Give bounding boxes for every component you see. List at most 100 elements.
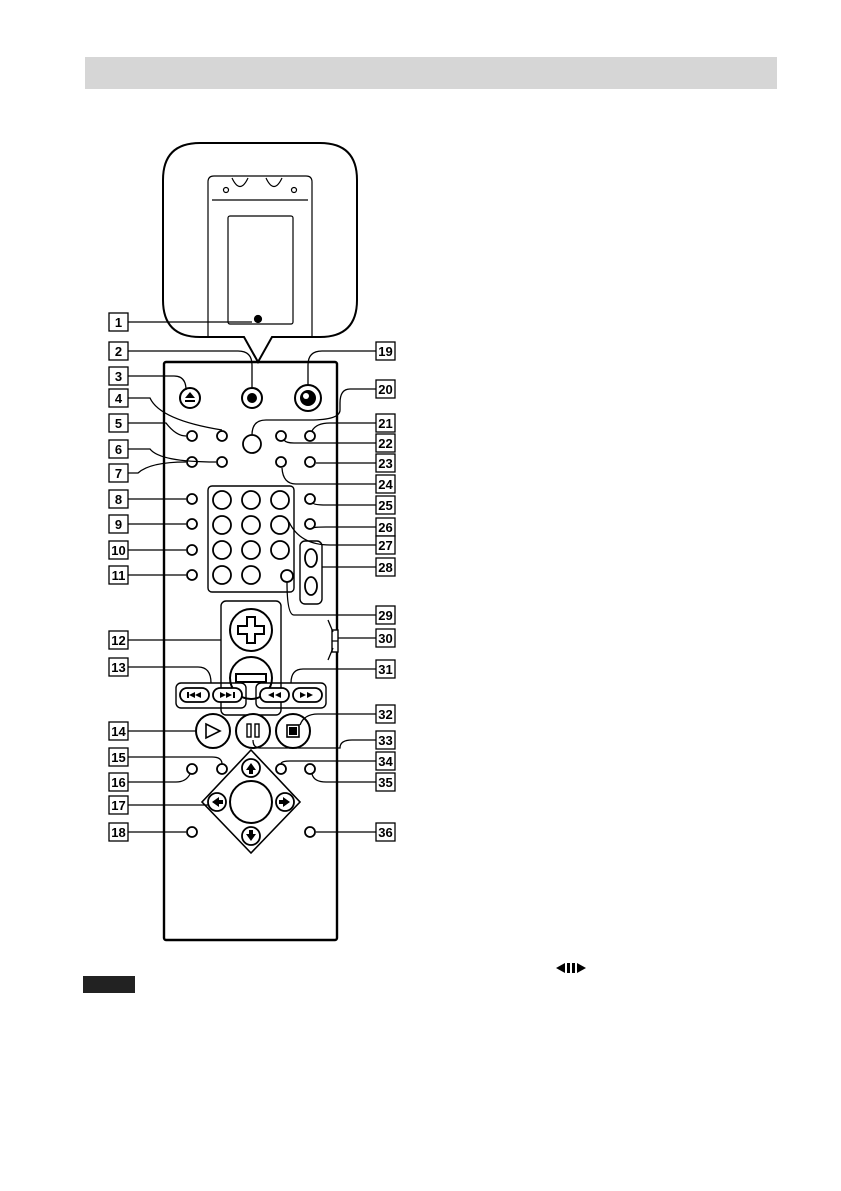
callout-24: 24 bbox=[376, 475, 395, 493]
remote-back-illustration bbox=[208, 176, 312, 337]
svg-text:15: 15 bbox=[111, 750, 125, 765]
callout-16: 16 bbox=[109, 773, 128, 791]
number-key[interactable] bbox=[213, 491, 231, 509]
button-15[interactable] bbox=[217, 764, 227, 774]
button-21[interactable] bbox=[305, 431, 315, 441]
slow-play-icon bbox=[555, 962, 587, 974]
top-center-button[interactable] bbox=[242, 388, 262, 408]
button-36[interactable] bbox=[305, 827, 315, 837]
svg-text:8: 8 bbox=[115, 492, 122, 507]
button-4[interactable] bbox=[217, 431, 227, 441]
number-key[interactable] bbox=[213, 516, 231, 534]
callout-21: 21 bbox=[376, 414, 395, 432]
button-28-lower[interactable] bbox=[305, 577, 317, 595]
callout-20: 20 bbox=[376, 380, 395, 398]
minus-icon bbox=[236, 674, 266, 682]
svg-text:27: 27 bbox=[378, 538, 392, 553]
left-button[interactable] bbox=[208, 793, 226, 811]
button-18[interactable] bbox=[187, 827, 197, 837]
button-9[interactable] bbox=[187, 519, 197, 529]
number-key[interactable] bbox=[213, 566, 231, 584]
svg-text:19: 19 bbox=[378, 344, 392, 359]
callout-34: 34 bbox=[376, 752, 395, 770]
number-key[interactable] bbox=[242, 516, 260, 534]
right-button[interactable] bbox=[276, 793, 294, 811]
svg-text:11: 11 bbox=[112, 568, 126, 583]
callout-25: 25 bbox=[376, 496, 395, 514]
callout-22: 22 bbox=[376, 434, 395, 452]
svg-text:23: 23 bbox=[378, 456, 392, 471]
callout-31: 31 bbox=[376, 660, 395, 678]
button-10[interactable] bbox=[187, 545, 197, 555]
button-6[interactable] bbox=[217, 457, 227, 467]
number-key[interactable] bbox=[271, 516, 289, 534]
right-callouts: 19 20 21 22 23 24 25 26 27 28 29 30 31 3… bbox=[376, 342, 395, 841]
callout-12: 12 bbox=[109, 631, 128, 649]
fast-forward-button[interactable] bbox=[293, 688, 322, 702]
number-key[interactable] bbox=[242, 491, 260, 509]
svg-text:16: 16 bbox=[111, 775, 125, 790]
svg-text:28: 28 bbox=[378, 560, 392, 575]
svg-text:17: 17 bbox=[111, 798, 125, 813]
button-35[interactable] bbox=[305, 764, 315, 774]
rewind-button[interactable] bbox=[260, 688, 289, 702]
button-25[interactable] bbox=[305, 494, 315, 504]
callout-35: 35 bbox=[376, 773, 395, 791]
callout-1: 1 bbox=[109, 313, 128, 331]
volume-plus-button[interactable] bbox=[230, 609, 272, 651]
up-button[interactable] bbox=[242, 759, 260, 777]
callout-5: 5 bbox=[109, 414, 128, 432]
svg-text:29: 29 bbox=[378, 608, 392, 623]
button-34[interactable] bbox=[276, 764, 286, 774]
callout-9: 9 bbox=[109, 515, 128, 533]
play-button[interactable] bbox=[196, 714, 230, 748]
number-key[interactable] bbox=[242, 541, 260, 559]
svg-text:1: 1 bbox=[115, 315, 122, 330]
svg-text:2: 2 bbox=[115, 344, 122, 359]
svg-text:4: 4 bbox=[115, 391, 123, 406]
enter-button[interactable] bbox=[230, 781, 272, 823]
svg-text:14: 14 bbox=[111, 724, 126, 739]
next-button[interactable] bbox=[213, 688, 242, 702]
number-key[interactable] bbox=[271, 541, 289, 559]
button-20[interactable] bbox=[243, 435, 261, 453]
number-key[interactable] bbox=[213, 541, 231, 559]
svg-text:36: 36 bbox=[378, 825, 392, 840]
callout-6: 6 bbox=[109, 440, 128, 458]
button-8[interactable] bbox=[187, 494, 197, 504]
stop-button[interactable] bbox=[276, 714, 310, 748]
svg-text:9: 9 bbox=[115, 517, 122, 532]
callout-32: 32 bbox=[376, 705, 395, 723]
eject-button[interactable] bbox=[180, 388, 200, 408]
callout-11: 11 bbox=[109, 566, 128, 584]
callout-7: 7 bbox=[109, 464, 128, 482]
number-key[interactable] bbox=[242, 566, 260, 584]
number-keypad bbox=[213, 491, 289, 584]
svg-text:6: 6 bbox=[115, 442, 122, 457]
button-5[interactable] bbox=[187, 431, 197, 441]
button-23[interactable] bbox=[305, 457, 315, 467]
button-22[interactable] bbox=[276, 431, 286, 441]
button-29[interactable] bbox=[281, 570, 293, 582]
svg-text:7: 7 bbox=[115, 466, 122, 481]
callout-4: 4 bbox=[109, 389, 128, 407]
svg-text:18: 18 bbox=[111, 825, 125, 840]
power-button[interactable] bbox=[295, 385, 321, 411]
svg-text:3: 3 bbox=[115, 369, 122, 384]
callout-18: 18 bbox=[109, 823, 128, 841]
button-16[interactable] bbox=[187, 764, 197, 774]
note-label-box bbox=[83, 976, 135, 993]
button-28-upper[interactable] bbox=[305, 549, 317, 567]
button-24[interactable] bbox=[276, 457, 286, 467]
svg-text:5: 5 bbox=[115, 416, 122, 431]
button-11[interactable] bbox=[187, 570, 197, 580]
number-key[interactable] bbox=[271, 491, 289, 509]
down-button[interactable] bbox=[242, 827, 260, 845]
prev-button[interactable] bbox=[180, 688, 209, 702]
svg-text:26: 26 bbox=[378, 520, 392, 535]
svg-text:12: 12 bbox=[111, 633, 125, 648]
svg-text:13: 13 bbox=[111, 660, 125, 675]
svg-text:21: 21 bbox=[378, 416, 392, 431]
callout-27: 27 bbox=[376, 536, 395, 554]
